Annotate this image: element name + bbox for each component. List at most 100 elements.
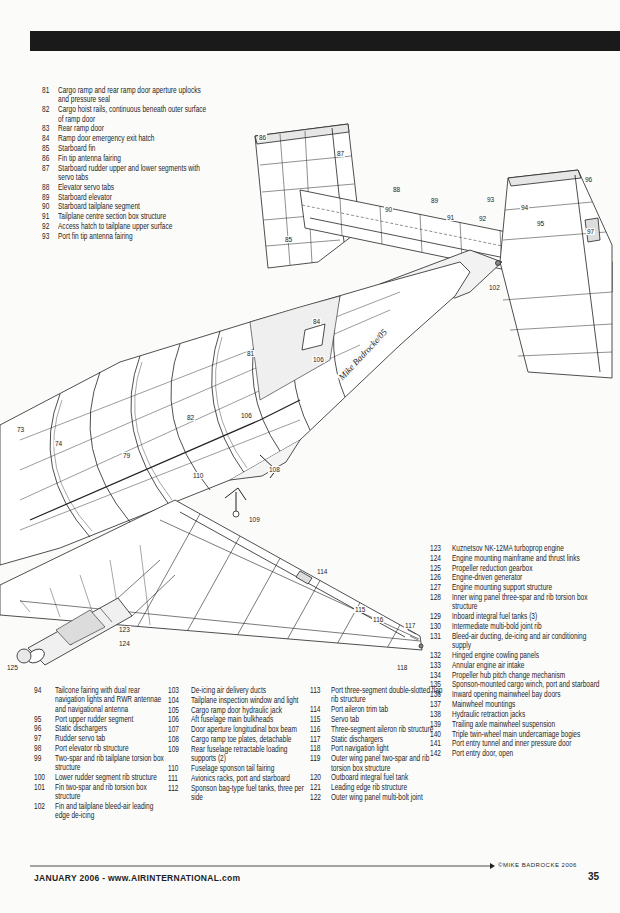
rudder-servo-tab: [585, 218, 600, 242]
callout-number: 74: [54, 440, 63, 447]
key-text: Sponson-mounted cargo winch, port and st…: [452, 680, 602, 689]
callout-number: 92: [478, 215, 487, 222]
header-bar: [30, 31, 620, 51]
key-text: Elevator servo tabs: [58, 183, 208, 192]
nav-light: [496, 261, 501, 266]
flap-line: [180, 512, 405, 637]
loading-support: [225, 488, 246, 512]
key-number: 112: [168, 784, 178, 793]
port-wing: [0, 500, 422, 650]
stringers: [20, 292, 400, 530]
key-number: 129: [430, 612, 441, 621]
key-text: Inward opening mainwheel bay doors: [452, 690, 602, 699]
sponson-fairing: [230, 440, 300, 480]
callout-number: 86: [258, 134, 267, 141]
key-text: Engine mounting support structure: [452, 583, 602, 592]
callout-number: 124: [118, 640, 131, 647]
footer-rule: [30, 866, 490, 867]
key-number: 113: [310, 686, 320, 695]
callout-number: 91: [446, 214, 455, 221]
callout-number: 115: [354, 606, 366, 613]
key-text: Leading edge rib structure: [331, 783, 443, 792]
key-number: 81: [42, 86, 49, 95]
callout-number: 110: [192, 472, 204, 479]
callout-number: 88: [392, 186, 401, 193]
key-text: Port entry tunnel and inner pressure doo…: [452, 739, 602, 748]
cargo-floor: [30, 400, 300, 520]
key-number: 99: [34, 754, 41, 763]
key-text: Access hatch to tailplane upper surface: [58, 222, 208, 231]
key-number: 102: [34, 802, 45, 811]
exit-hatch: [302, 324, 325, 350]
key-number: 97: [34, 734, 41, 743]
aileron-trim-tab: [296, 571, 312, 584]
key-text: Rudder servo tab: [55, 734, 165, 743]
page-number: 35: [588, 871, 599, 882]
key-number: 140: [430, 730, 441, 739]
callout-number: 117: [404, 622, 416, 629]
key-number: 142: [430, 749, 441, 758]
key-number: 89: [42, 193, 49, 202]
key-text: Aft fuselage main bulkheads: [191, 715, 307, 724]
key-text: Door aperture longitudinal box beam: [191, 725, 307, 734]
callout-number: 106: [240, 412, 253, 419]
key-text: Inboard integral fuel tanks (3): [452, 612, 602, 621]
callout-number: 87: [336, 150, 345, 157]
engine-group: [17, 560, 175, 666]
key-number: 88: [42, 183, 49, 192]
key-text: Engine mounting mainframe and thrust lin…: [452, 554, 602, 563]
key-number: 83: [42, 124, 49, 133]
key-text: De-icing air delivery ducts: [191, 686, 307, 695]
key-text: Mainwheel mountings: [452, 700, 602, 709]
key-number: 124: [430, 554, 441, 563]
key-text: Bleed-air ducting, de-icing and air cond…: [452, 632, 602, 651]
key-number: 119: [310, 754, 320, 763]
key-number: 92: [42, 222, 49, 231]
key-text: Triple twin-wheel main undercarriage bog…: [452, 730, 602, 739]
callout-number: 85: [284, 236, 293, 243]
tail-group: [255, 124, 612, 378]
key-number: 107: [168, 725, 179, 734]
key-number: 100: [34, 773, 45, 782]
key-number: 117: [310, 735, 320, 744]
callout-number: 118: [396, 664, 408, 671]
key-number: 96: [34, 724, 41, 733]
key-number: 131: [430, 632, 441, 641]
key-number: 123: [430, 544, 441, 553]
key-text: Fin tip antenna fairing: [58, 154, 208, 163]
key-text: Avionics racks, port and starboard: [191, 774, 307, 783]
key-text: Lower rudder segment rib structure: [55, 773, 165, 782]
key-number: 136: [430, 690, 441, 699]
key-text: Intermediate multi-bold joint rib: [452, 622, 602, 631]
callout-number: 125: [6, 664, 19, 671]
key-text: Port fin tip antenna fairing: [58, 232, 208, 241]
key-text: Port upper rudder segment: [55, 715, 165, 724]
key-text: Starboard fin: [58, 144, 208, 153]
callout-number: 79: [122, 452, 131, 459]
key-number: 116: [310, 725, 320, 734]
callout-number: 106: [312, 356, 325, 363]
key-number: 98: [34, 744, 41, 753]
key-text: Propeller reduction gearbox: [452, 564, 602, 573]
key-number: 127: [430, 583, 441, 592]
key-number: 120: [310, 773, 321, 782]
key-number: 118: [310, 744, 320, 753]
key-number: 137: [430, 700, 441, 709]
key-number: 114: [310, 705, 320, 714]
key-number: 130: [430, 622, 441, 631]
propeller-hub: [17, 649, 31, 663]
key-text: Starboard elevator: [58, 193, 208, 202]
callout-number: 114: [316, 568, 328, 575]
key-number: 115: [310, 715, 320, 724]
port-nav-light: [419, 644, 423, 648]
key-number: 95: [34, 715, 41, 724]
callout-number: 96: [584, 176, 593, 183]
key-text: Starboard rudder upper and lower segment…: [58, 164, 208, 183]
key-text: Tailcone fairing with dual rear navigati…: [55, 686, 165, 714]
key-text: Static dischargers: [331, 735, 443, 744]
callout-number: 109: [248, 516, 261, 523]
callout-number: 94: [520, 204, 529, 211]
callout-number: 89: [430, 197, 439, 204]
key-number: 126: [430, 573, 441, 582]
key-text: Starboard tailplane segment: [58, 202, 208, 211]
